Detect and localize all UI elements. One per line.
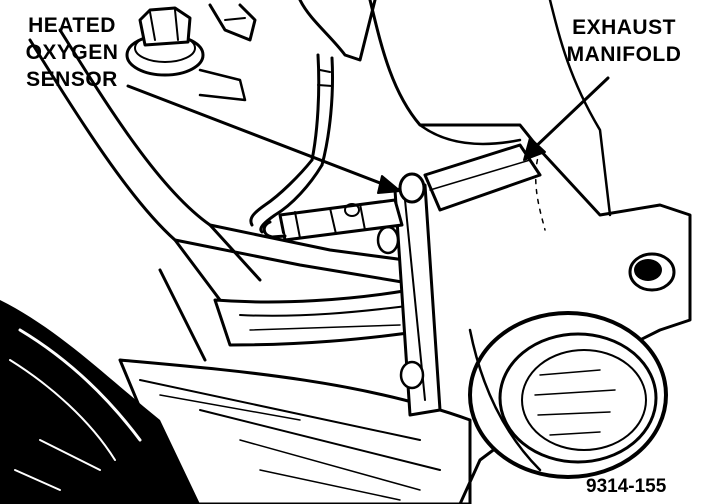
upper-bracket: [208, 3, 257, 42]
top-bolt: [125, 6, 247, 102]
frame-rail: [28, 28, 422, 362]
oxygen-sensor: [262, 198, 404, 242]
heated-oxygen-sensor-label: HEATED OXYGEN SENSOR: [6, 12, 138, 93]
lower-panel: [118, 358, 472, 504]
sensor-leader-arrow: [377, 175, 401, 194]
sensor-label-line-1: HEATED: [28, 14, 116, 37]
sensor-leader-line: [126, 84, 395, 190]
manifold-leader-arrow: [523, 137, 546, 161]
manifold-leader-line: [528, 76, 610, 154]
lower-left-shadow-band: [0, 300, 200, 504]
figure-number: 9314-155: [586, 476, 667, 497]
leader-lines: [126, 76, 610, 194]
crossover-tube: [213, 288, 432, 347]
exhaust-outlet: [468, 311, 668, 479]
manifold-label-line-2: MANIFOLD: [566, 43, 682, 66]
sensor-harness: [249, 0, 377, 234]
sensor-label-line-2: OXYGEN: [25, 41, 119, 64]
sensor-flange: [376, 172, 442, 417]
exhaust-manifold-label: EXHAUST MANIFOLD: [550, 14, 698, 68]
sensor-label-line-3: SENSOR: [26, 68, 118, 91]
manifold-runner: [423, 143, 542, 212]
manifold-label-line-1: EXHAUST: [572, 16, 676, 39]
